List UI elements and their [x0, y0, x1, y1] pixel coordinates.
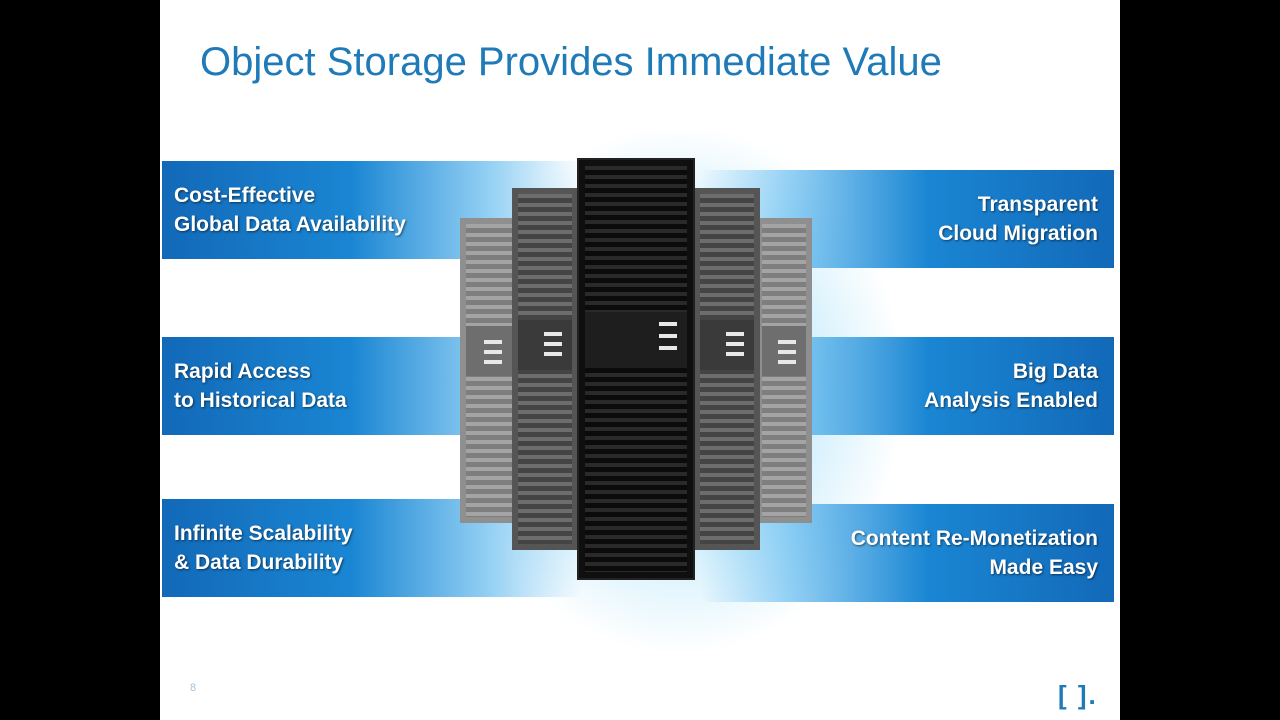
slide-title: Object Storage Provides Immediate Value: [200, 40, 942, 84]
benefit-line: Content Re-Monetization: [850, 527, 1098, 550]
server-rack-far-right: [756, 218, 812, 523]
benefit-line: Big Data: [1012, 360, 1098, 383]
benefit-line: Global Data Availability: [174, 213, 406, 236]
benefit-line: Rapid Access: [174, 360, 311, 383]
page-number: 8: [190, 682, 197, 694]
benefit-line: Cost-Effective: [174, 184, 316, 207]
benefit-line: Analysis Enabled: [924, 389, 1098, 412]
benefit-line: to Historical Data: [174, 389, 347, 412]
server-rack-mid-left: [512, 188, 578, 550]
server-rack-front: [577, 158, 695, 580]
server-rack-far-left: [460, 218, 518, 523]
logo-icon: [ ].: [1058, 680, 1098, 710]
benefit-line: & Data Durability: [174, 551, 344, 574]
benefit-line: Infinite Scalability: [174, 522, 353, 545]
benefit-line: Cloud Migration: [938, 222, 1098, 245]
slide: Object Storage Provides Immediate Value …: [160, 0, 1120, 720]
server-rack-mid-right: [694, 188, 760, 550]
benefit-line: Transparent: [977, 193, 1098, 216]
benefit-line: Made Easy: [989, 556, 1098, 579]
